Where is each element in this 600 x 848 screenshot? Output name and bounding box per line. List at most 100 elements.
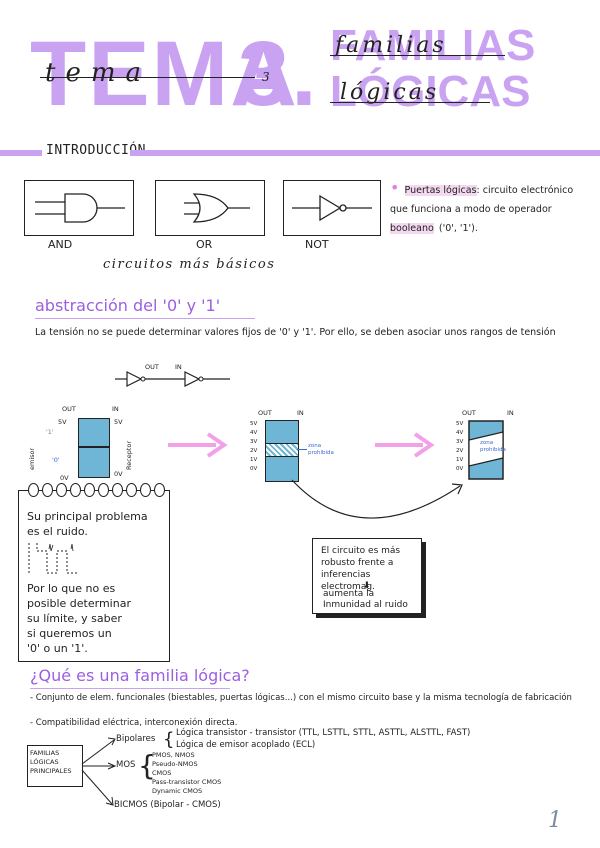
tree-connectors-icon: [81, 737, 117, 806]
d2-in: IN: [297, 409, 304, 417]
mos-item-3: CMOS: [152, 769, 172, 777]
d1-receptor: Receptor: [125, 440, 133, 470]
d1-5v-right: 5V: [114, 418, 123, 426]
mos-item-4: Pass-transistor CMOS: [152, 778, 222, 786]
familia-heading: ¿Qué es una familia lógica?: [30, 666, 250, 685]
familia-underline: [30, 688, 230, 689]
bipolares-list: Lógica transistor - transistor (TTL, LST…: [176, 727, 470, 751]
or-gate-box: [155, 180, 265, 236]
d3-out: OUT: [462, 409, 476, 417]
d1-emisor: emisor: [28, 447, 36, 470]
robust-line-5: Inmunidad al ruido: [323, 600, 408, 610]
title-logicas: LÓGICAS: [330, 67, 531, 116]
familias-root-text: FAMILIAS LÓGICAS PRINCIPALES: [28, 746, 82, 779]
d1-voltage-box: [78, 418, 110, 478]
notepad-line-4: posible determinar: [27, 597, 131, 610]
down-arrow-icon: ⬇: [363, 581, 371, 591]
tree-mos: MOS: [116, 760, 136, 770]
notepad-ring: [126, 483, 137, 497]
d2-levels: 5V 4V 3V 2V 1V 0V: [250, 420, 257, 474]
title-number: 3.: [238, 23, 319, 125]
title-tema-script: tema: [45, 58, 151, 88]
d2-forbidden-zone: [266, 443, 298, 457]
not-gate-box: [283, 180, 381, 236]
logicas-underline: [330, 102, 490, 103]
abstraccion-underline: [35, 318, 255, 319]
d3-zona-label: zona prohibida: [480, 440, 506, 453]
root-line-2: LÓGICAS: [30, 758, 59, 766]
robust-line-3: inferencias electromag.: [321, 570, 375, 592]
tree-bicmos: BICMOS (Bipolar - CMOS): [114, 800, 221, 810]
notepad-line-5: su límite, y saber: [27, 612, 122, 625]
d3-in: IN: [507, 409, 514, 417]
title-underline: [40, 77, 255, 78]
page-number: 1: [548, 808, 562, 833]
title-familias: FAMILIAS: [330, 21, 536, 70]
arrow-right-icon-2: [375, 432, 435, 458]
buffer-chain-icon: [115, 371, 230, 387]
mos-item-2: Pseudo-NMOS: [152, 760, 198, 768]
notepad-ring: [70, 483, 81, 497]
bullet-dot: •: [390, 178, 400, 197]
notepad-line-6: si queremos un: [27, 627, 112, 640]
tema-word: TEMA: [30, 23, 299, 125]
d1-0v-left: 0V: [60, 474, 69, 482]
notepad-ring: [28, 483, 39, 497]
noise-signal-icon: [28, 543, 77, 574]
intro-bar-left: [0, 150, 42, 156]
brace-icon-2: {: [138, 749, 156, 782]
title-familias-script: familias: [335, 33, 447, 58]
notepad-line-3: Por lo que no es: [27, 582, 116, 595]
d2-level-3v: 3V: [250, 439, 258, 445]
d1-5v-left: 5V: [58, 418, 67, 426]
d1-0v-right: 0V: [114, 470, 123, 478]
robust-note-text-2: aumenta la Inmunidad al ruido: [323, 589, 408, 611]
and-gate-box: [24, 180, 134, 236]
notepad-ring: [56, 483, 67, 497]
root-line-1: FAMILIAS: [30, 749, 60, 757]
bipolares-item-2: Lógica de emisor acoplado (ECL): [176, 740, 316, 750]
d2-level-1v: 1V: [250, 457, 258, 463]
d2-level-5v: 5V: [250, 421, 258, 427]
root-line-3: PRINCIPALES: [30, 767, 72, 775]
robust-note: El circuito es más robusto frente a infe…: [312, 538, 422, 614]
notepad-line-7: '0' o un '1'.: [27, 642, 88, 655]
familias-root-box: FAMILIAS LÓGICAS PRINCIPALES: [27, 745, 83, 787]
mos-item-1: PMOS, NMOS: [152, 751, 195, 759]
abstraccion-heading: abstracción del '0' y '1': [35, 296, 221, 315]
notepad-ring: [84, 483, 95, 497]
and-label: AND: [48, 238, 73, 251]
intro-heading: INTRODUCCIÓN: [46, 143, 146, 158]
notepad-text-bottom: Por lo que no es posible determinar su l…: [27, 581, 131, 656]
brace-icon: {: [163, 729, 175, 750]
title-logicas-script: lógicas: [340, 80, 440, 105]
d3-voltage-box: [468, 420, 504, 480]
d3-level-1v: 1V: [456, 457, 464, 463]
or-label: OR: [196, 238, 213, 251]
d2-zona-pointer: [297, 449, 307, 450]
d3-level-2v: 2V: [456, 448, 464, 454]
robust-line-4: aumenta la: [323, 589, 375, 599]
puertas-bullet: • Puertas lógicas: circuito electrónico …: [390, 180, 590, 237]
arrow-right-icon: [168, 432, 228, 458]
d1-zero: '0': [52, 456, 60, 464]
d1-one: '1': [46, 428, 54, 436]
intro-bar-right: [130, 150, 600, 156]
gates-caption: circuitos más básicos: [103, 257, 276, 272]
d2-level-0v: 0V: [250, 466, 258, 472]
notepad-line-2: es el ruido.: [27, 525, 88, 538]
abstraccion-paragraph: La tensión no se puede determinar valore…: [35, 327, 556, 338]
title-number-script: 3: [262, 70, 270, 84]
robust-line-1: El circuito es más: [321, 546, 401, 556]
curved-arrow-icon: [291, 479, 463, 519]
d3-level-4v: 4V: [456, 430, 464, 436]
bullet-text2: ('0', '1').: [438, 223, 478, 234]
bullet-text: : circuito electrónico que funciona a mo…: [390, 185, 574, 215]
d3-level-0v: 0V: [456, 466, 464, 472]
d1-out: OUT: [62, 405, 76, 413]
notepad-ring: [98, 483, 109, 497]
not-label: NOT: [305, 238, 329, 251]
mos-item-5: Dynamic CMOS: [152, 787, 203, 795]
buffer-in: IN: [175, 363, 182, 371]
notepad-ring: [112, 483, 123, 497]
